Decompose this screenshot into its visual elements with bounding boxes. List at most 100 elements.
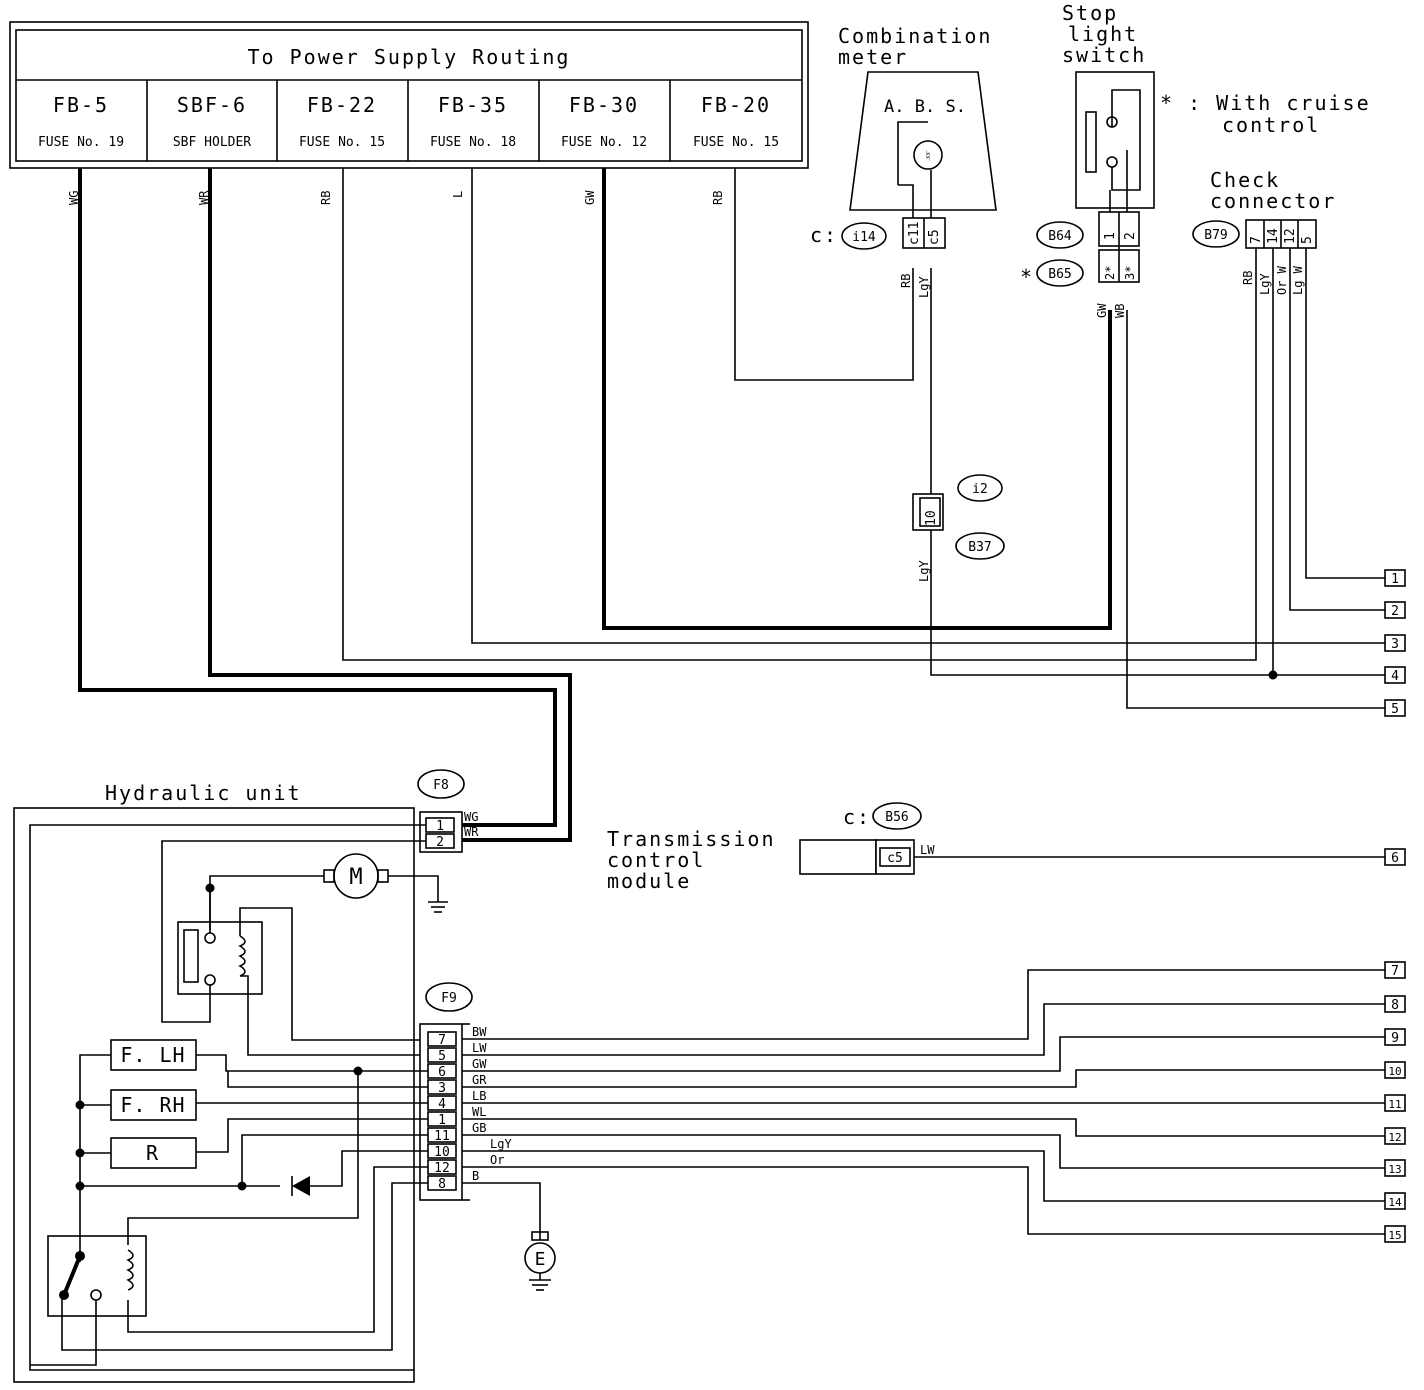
wire-label: WL: [472, 1105, 486, 1119]
terminal-12: 12: [1384, 1127, 1406, 1145]
connector-id: F8: [433, 778, 449, 793]
connector-id: B37: [968, 540, 991, 555]
terminal-number: 7: [1391, 964, 1399, 979]
pin-label: 7: [1249, 236, 1264, 244]
ground-e: E: [462, 1182, 556, 1291]
svg-text:♮: ♮: [923, 147, 932, 165]
fuse-sub: FUSE No. 15: [299, 135, 385, 150]
stop-light-switch: Stop light switch 1 2 2* 3* B64 B65 * GW…: [1020, 1, 1155, 318]
stop-light-label: Stop: [1062, 1, 1118, 25]
cruise-note: control: [1222, 113, 1320, 137]
pin-label: 11: [434, 1129, 450, 1144]
terminal-number: 12: [1388, 1131, 1401, 1144]
terminal-15: 15: [1384, 1225, 1406, 1243]
wire-label: WR: [197, 190, 211, 205]
pin-label: 10: [434, 1145, 450, 1160]
terminals: 1 2 3 4 5 6 7 8 9 10 11 12 13 14 15: [1384, 569, 1406, 1243]
terminal-5: 5: [1384, 699, 1406, 717]
wire-label: LB: [472, 1089, 486, 1103]
pin-label: c5: [927, 229, 942, 245]
connector-id: B64: [1048, 229, 1072, 244]
wire-label: LgY: [917, 560, 931, 582]
power-supply-box: To Power Supply Routing FB-5 FUSE No. 19…: [9, 21, 809, 169]
fuse-id: SBF-6: [177, 93, 247, 117]
tcm-label: control: [607, 848, 705, 872]
pin-label: c11: [907, 222, 922, 245]
terminal-1: 1: [1384, 569, 1406, 587]
connector-id: B56: [885, 810, 908, 825]
connector-id: B79: [1204, 228, 1227, 243]
pin-label: c5: [887, 851, 903, 866]
fuse-id: FB-30: [569, 93, 639, 117]
terminal-6: 6: [1384, 848, 1406, 866]
wire-label: LgY: [490, 1137, 512, 1151]
wire-label: GR: [472, 1073, 487, 1087]
terminal-number: 10: [1388, 1065, 1401, 1078]
pin-label: 1: [1103, 232, 1118, 240]
terminal-13: 13: [1384, 1159, 1406, 1177]
fuse-id: FB-22: [307, 93, 377, 117]
terminal-number: 3: [1391, 637, 1399, 652]
wire-label: RB: [319, 191, 333, 205]
fuse-sub: FUSE No. 15: [693, 135, 779, 150]
power-supply-title: To Power Supply Routing: [248, 45, 571, 69]
wire-label: LW: [920, 843, 935, 857]
pin-label: 8: [438, 1177, 446, 1192]
connector-prefix: c:: [810, 223, 838, 247]
wire-label: WR: [464, 825, 479, 839]
pin-label: 7: [438, 1033, 446, 1048]
wire-label: Lg W: [1291, 265, 1305, 295]
valve-label: F. LH: [120, 1043, 185, 1067]
pin-label: 2*: [1103, 266, 1117, 280]
terminal-4: 4: [1384, 666, 1406, 684]
wire-label: B: [472, 1169, 479, 1183]
hydraulic-unit: Hydraulic unit F8 1 2 WG WR M: [13, 769, 512, 1383]
stop-light-label: light: [1068, 22, 1138, 46]
motor-symbol: M: [349, 865, 362, 890]
check-connector-label: connector: [1210, 189, 1336, 213]
transmission-control-module: Transmission control module c5 c: B56 LW: [607, 802, 1385, 893]
pin-label: 12: [1283, 228, 1298, 244]
terminal-2: 2: [1384, 601, 1406, 619]
pin-label: 1: [436, 819, 444, 834]
pin-label: 6: [438, 1065, 446, 1080]
valve-relay-icon: [47, 1235, 147, 1317]
fuse-sub: FUSE No. 19: [38, 135, 124, 150]
pin-label: 10: [924, 510, 939, 526]
pin-label: 4: [438, 1097, 446, 1112]
wire-label: L: [451, 191, 465, 198]
connector-id: F9: [441, 991, 457, 1006]
terminal-10: 10: [1384, 1061, 1406, 1079]
check-connector-label: Check: [1210, 168, 1280, 192]
terminal-number: 15: [1388, 1229, 1401, 1242]
pin-label: 2: [1123, 232, 1138, 240]
terminal-number: 13: [1388, 1163, 1401, 1176]
fuse-sub: FUSE No. 18: [430, 135, 516, 150]
motor-relay-icon: [177, 921, 263, 995]
cruise-star: *: [1020, 265, 1034, 289]
wire-label: Or: [490, 1153, 504, 1167]
wire-label: Or W: [1275, 265, 1289, 295]
wire-label: RB: [899, 274, 913, 288]
hydraulic-unit-label: Hydraulic unit: [105, 781, 302, 805]
pin-label: 5: [1300, 236, 1315, 244]
connector-id: i2: [972, 482, 988, 497]
fuse-id: FB-35: [438, 93, 508, 117]
terminal-number: 2: [1391, 604, 1399, 619]
wire-label: GW: [472, 1057, 487, 1071]
pin-label: 3: [438, 1081, 446, 1096]
f9-wire-labels: BW LW GW GR LB WL GB LgY Or B: [472, 1025, 512, 1183]
terminal-14: 14: [1384, 1192, 1406, 1210]
fuse-id: FB-5: [53, 93, 109, 117]
valve-label: F. RH: [120, 1093, 185, 1117]
terminal-number: 8: [1391, 998, 1399, 1013]
wire-label: GB: [472, 1121, 486, 1135]
wire-label: LgY: [1258, 273, 1272, 295]
combination-meter: Combination meter A. B. S. ♮ c11 c5 c: i…: [810, 24, 997, 298]
wire-label: WG: [67, 191, 81, 205]
tcm-label: module: [607, 869, 691, 893]
pin-label: 1: [438, 1113, 446, 1128]
fuse-sub: FUSE No. 12: [561, 135, 647, 150]
fuse-wire-labels: WG WR RB L GW RB: [67, 190, 725, 205]
